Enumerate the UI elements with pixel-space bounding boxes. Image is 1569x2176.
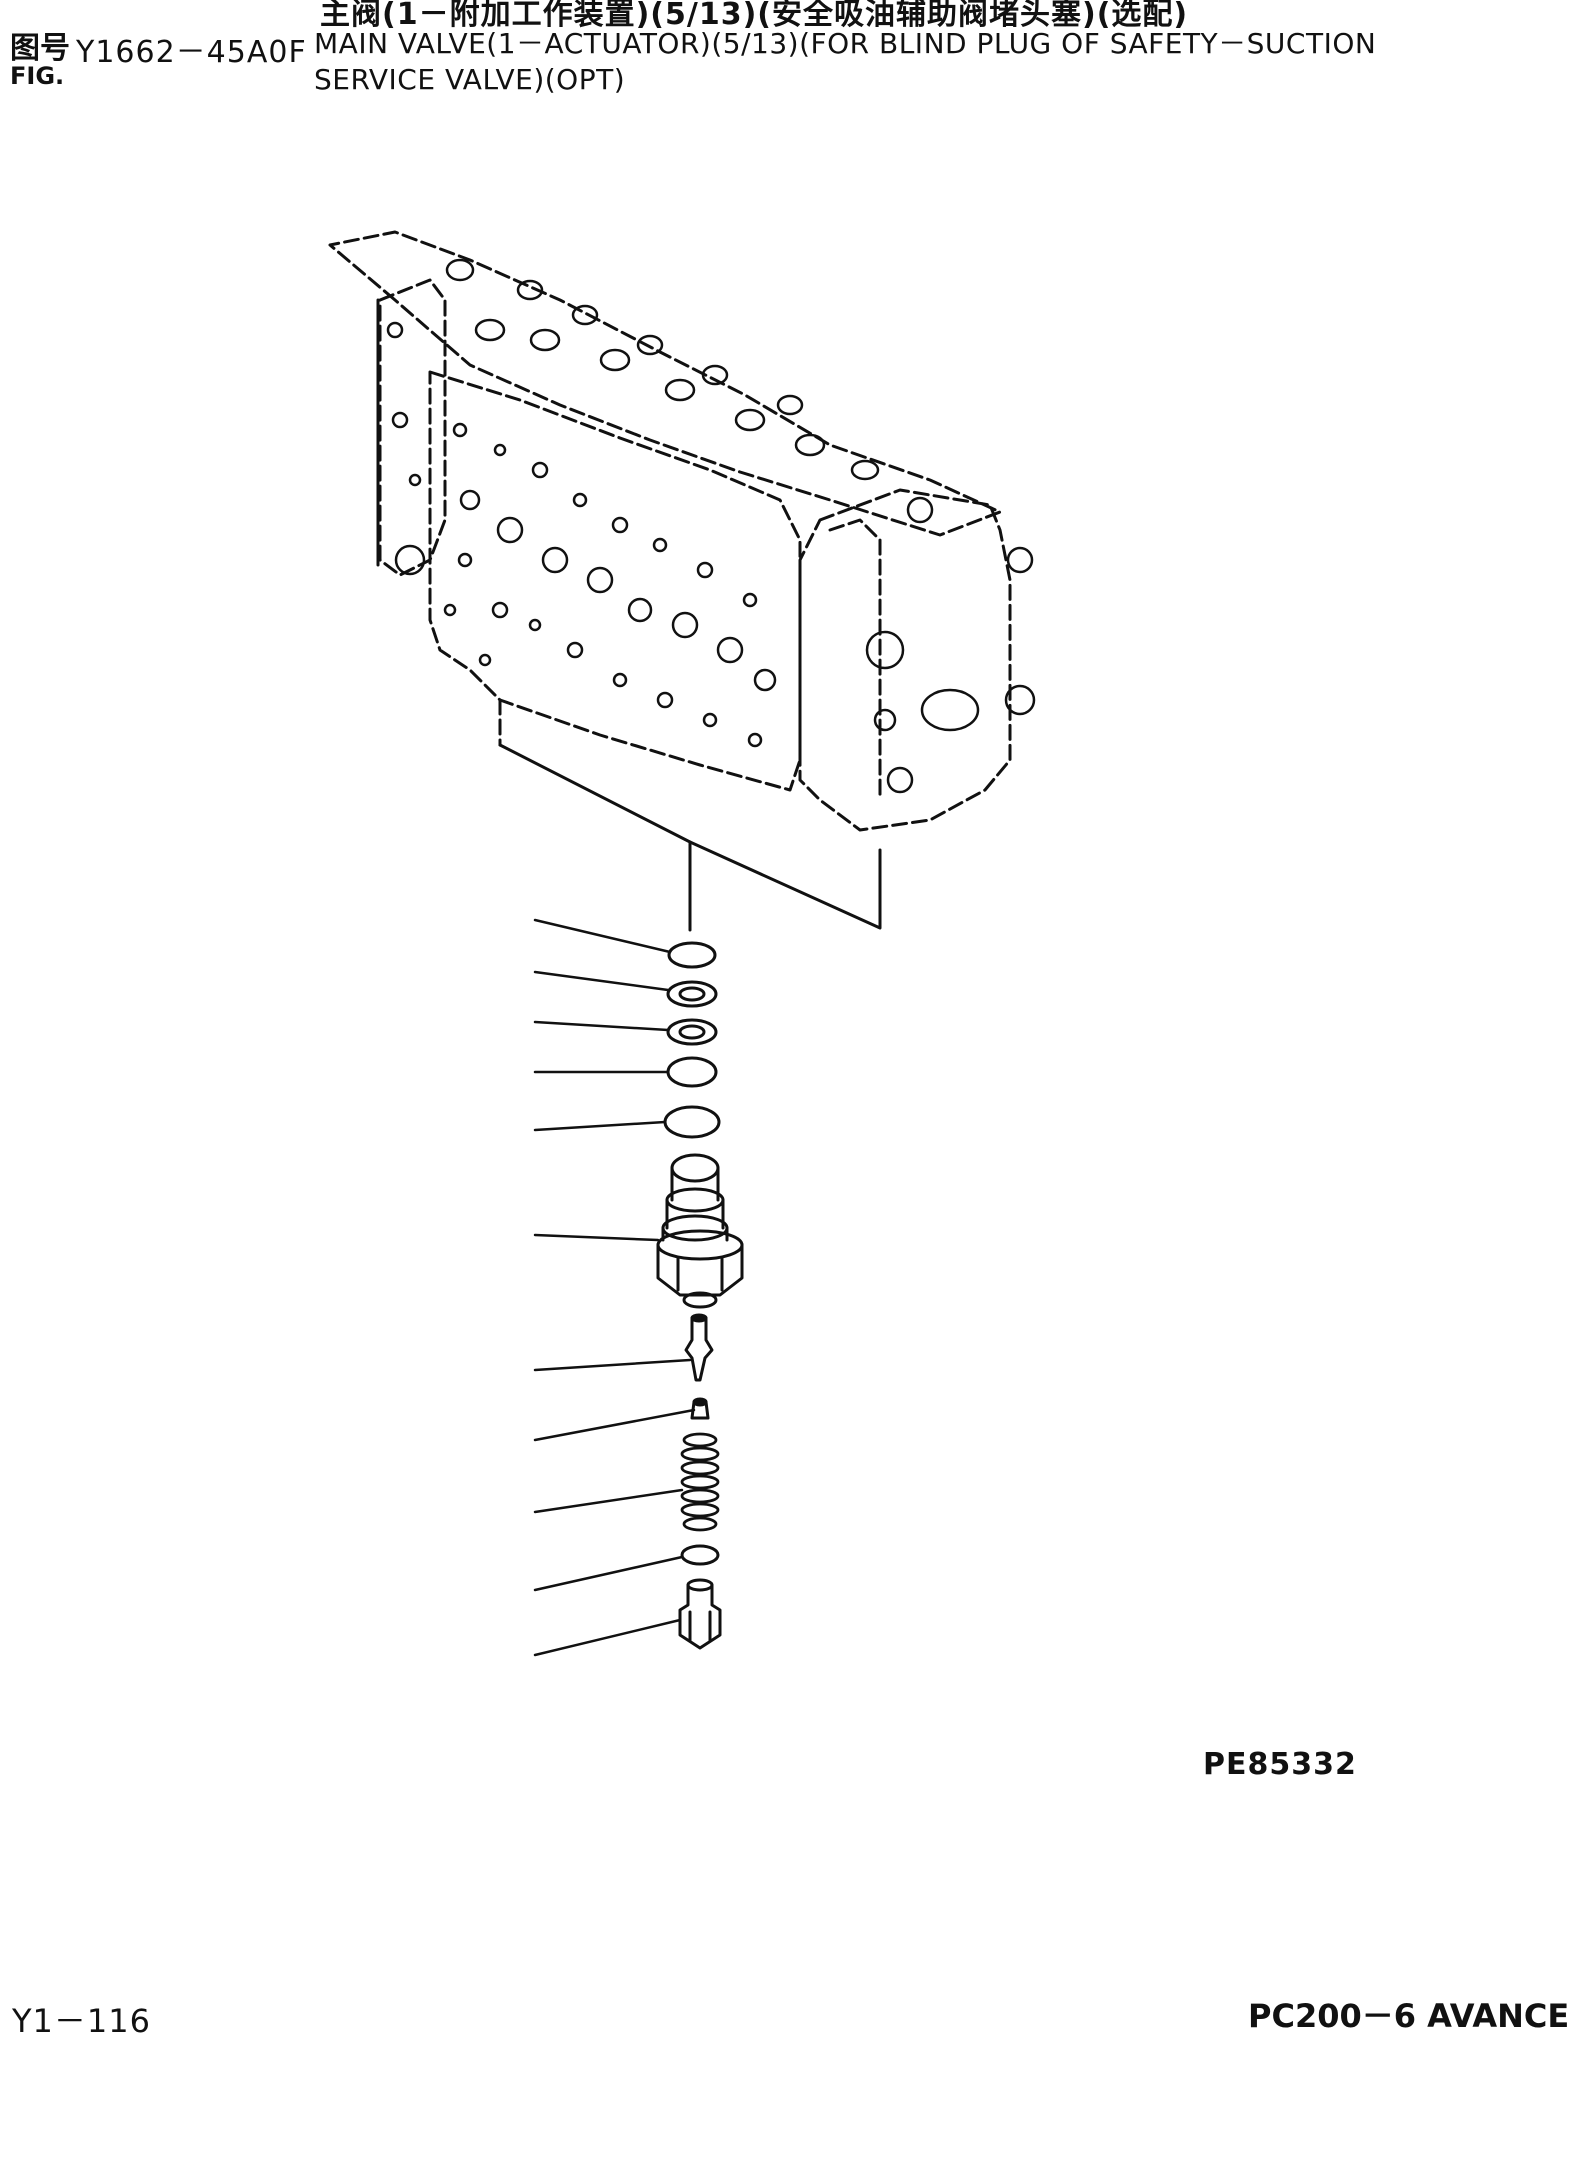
- fig-label-cn: 图号: [10, 31, 70, 66]
- fig-label-en: FIG.: [10, 62, 65, 90]
- title-en-line1: MAIN VALVE(1－ACTUATOR)(5/13)(FOR BLIND P…: [314, 27, 1377, 60]
- model-name: PC200－6 AVANCE: [1248, 1997, 1569, 2035]
- small-o-ring: [680, 1544, 720, 1566]
- title-cn: 主阀(1－附加工作装置)(5/13)(安全吸油辅助阀堵头塞)(选配): [320, 0, 1189, 32]
- exploded-parts-diagram: [328, 230, 1036, 1657]
- adjusting-screw: [678, 1578, 722, 1650]
- spring: [680, 1432, 720, 1532]
- o-ring-stack: [663, 941, 721, 1139]
- poppet: [684, 1313, 714, 1382]
- fig-number: Y1662－45A0F: [76, 35, 307, 70]
- seat-piece: [690, 1397, 710, 1420]
- leader-lines: [533, 918, 696, 1657]
- valve-plug-assembly: [656, 1153, 744, 1309]
- page-number: Y1－116: [12, 2002, 151, 2040]
- drawing-code: PE85332: [1203, 1747, 1357, 1782]
- title-en-line2: SERVICE VALVE)(OPT): [314, 63, 626, 96]
- main-valve-body: [328, 230, 1036, 932]
